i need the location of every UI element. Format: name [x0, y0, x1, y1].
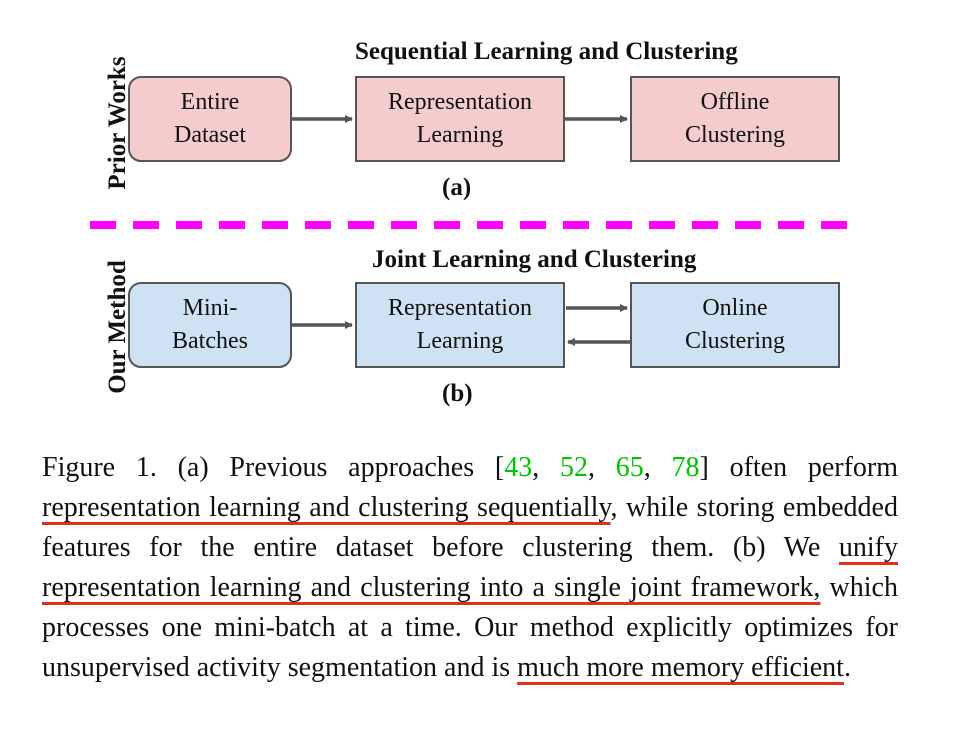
- underlined-phrase: much more memory efficient: [517, 652, 844, 683]
- caption-text: .: [843, 652, 851, 683]
- panel-b-title: Joint Learning and Clustering: [372, 246, 697, 273]
- panel-b-label: (b): [442, 380, 473, 407]
- panel-a-label: (a): [442, 174, 472, 201]
- caption-text: ,: [643, 452, 672, 483]
- mini-batches-box: Mini- Batches: [128, 282, 292, 368]
- entire-dataset-label: Entire Dataset: [174, 89, 246, 148]
- caption-text: ,: [532, 452, 560, 483]
- panel-a-title: Sequential Learning and Clustering: [355, 38, 738, 65]
- representation-learning-box-b: Representation Learning: [355, 282, 565, 368]
- caption-text: which processes one mini-batch at a time…: [42, 572, 898, 683]
- mini-batches-label: Mini- Batches: [172, 295, 248, 354]
- offline-clustering-box: Offline Clustering: [630, 76, 840, 162]
- caption-text: , while storing embedded features for th…: [42, 492, 898, 563]
- caption-text: ,: [587, 452, 616, 483]
- representation-learning-label-a: Representation Learning: [388, 89, 532, 148]
- citation-link[interactable]: 65: [615, 452, 644, 483]
- caption-text: ] often perform: [699, 452, 899, 483]
- figure-caption: Figure 1. (a) Previous approaches [43, 5…: [42, 448, 898, 688]
- representation-learning-box-a: Representation Learning: [355, 76, 565, 162]
- caption-text: Figure 1. (a) Previous approaches [: [42, 452, 505, 483]
- representation-learning-label-b: Representation Learning: [388, 295, 532, 354]
- citation-link[interactable]: 52: [559, 452, 588, 483]
- figure-arrows: [90, 115, 855, 346]
- offline-clustering-label: Offline Clustering: [685, 89, 785, 148]
- citation-link[interactable]: 78: [671, 452, 700, 483]
- underlined-phrase: representation learning and clustering s…: [42, 492, 611, 523]
- online-clustering-box: Online Clustering: [630, 282, 840, 368]
- entire-dataset-box: Entire Dataset: [128, 76, 292, 162]
- citation-link[interactable]: 43: [504, 452, 533, 483]
- online-clustering-label: Online Clustering: [685, 295, 785, 354]
- underlined-phrase: unify representation learning and cluste…: [42, 532, 898, 603]
